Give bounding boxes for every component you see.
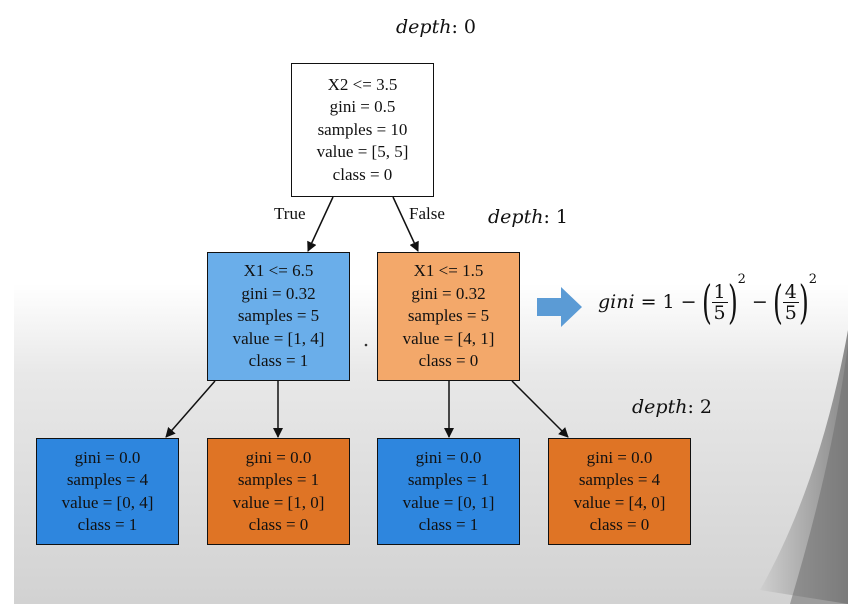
- node-split: X1 <= 6.5: [243, 261, 314, 281]
- formula-exp-1: 2: [737, 272, 746, 287]
- edge-right-rr: [511, 380, 569, 438]
- depth-1-word: depth: [488, 206, 544, 228]
- node-split: X1 <= 1.5: [413, 261, 484, 281]
- edge-left-ll: [165, 380, 216, 438]
- node-value: value = [0, 4]: [61, 492, 154, 512]
- depth-0-value: : 0: [451, 16, 476, 38]
- depth-2-label: depth: 2: [632, 396, 712, 418]
- tree-node-left-left: gini = 0.0 samples = 4 value = [0, 4] cl…: [36, 438, 179, 545]
- node-class: class = 1: [418, 515, 479, 534]
- tree-node-left-right: gini = 0.0 samples = 1 value = [1, 0] cl…: [207, 438, 350, 545]
- node-gini: gini = 0.0: [415, 447, 482, 467]
- node-samples: samples = 5: [237, 306, 320, 326]
- formula-fraction-2: 4 5: [782, 280, 799, 324]
- node-samples: samples = 4: [66, 470, 149, 489]
- formula-lhs: gini: [598, 291, 635, 313]
- node-gini: gini = 0.32: [411, 283, 486, 303]
- node-samples: samples = 5: [407, 306, 490, 326]
- node-value: value = [1, 4]: [232, 328, 325, 348]
- edge-root-right: [392, 196, 419, 252]
- node-class: class = 1: [77, 515, 138, 534]
- node-class: class = 0: [332, 164, 393, 184]
- node-class: class = 0: [418, 351, 479, 371]
- right-arrow-icon: [537, 287, 582, 327]
- depth-2-value: : 2: [687, 396, 712, 418]
- depth-2-word: depth: [632, 396, 688, 418]
- depth-0-word: depth: [396, 16, 452, 38]
- edge-false-label: False: [409, 204, 445, 223]
- node-value: value = [5, 5]: [316, 142, 409, 162]
- node-split: X2 <= 3.5: [327, 74, 398, 94]
- node-gini: gini = 0.0: [586, 447, 653, 467]
- formula-eq: = 1 −: [640, 291, 697, 313]
- gini-formula: gini = 1 − ( 1 5 ) 2 − ( 4 5 ) 2: [598, 272, 818, 329]
- tree-node-right-left: gini = 0.0 samples = 1 value = [0, 1] cl…: [377, 438, 520, 545]
- tree-node-right: X1 <= 1.5 gini = 0.32 samples = 5 value …: [377, 252, 520, 381]
- node-gini: gini = 0.32: [241, 283, 316, 303]
- node-gini: gini = 0.0: [74, 447, 141, 467]
- node-class: class = 0: [248, 515, 309, 534]
- node-value: value = [4, 0]: [573, 492, 666, 512]
- node-samples: samples = 10: [317, 119, 408, 139]
- edge-root-left: [307, 196, 334, 252]
- formula-exp-2: 2: [808, 272, 818, 287]
- depth-1-value: : 1: [543, 206, 568, 228]
- edge-true-label: True: [274, 204, 306, 223]
- formula-fraction-1: 1 5: [711, 280, 728, 324]
- node-samples: samples = 1: [407, 470, 490, 489]
- depth-0-label: depth: 0: [396, 16, 476, 38]
- node-class: class = 0: [589, 515, 650, 534]
- node-gini: gini = 0.5: [329, 97, 396, 117]
- tree-node-right-right: gini = 0.0 samples = 4 value = [4, 0] cl…: [548, 438, 691, 545]
- tree-node-root: X2 <= 3.5 gini = 0.5 samples = 10 value …: [291, 63, 434, 197]
- node-samples: samples = 4: [578, 470, 661, 489]
- tree-node-left: X1 <= 6.5 gini = 0.32 samples = 5 value …: [207, 252, 350, 381]
- node-samples: samples = 1: [237, 470, 320, 489]
- formula-minus: −: [751, 291, 768, 313]
- node-class: class = 1: [248, 351, 309, 371]
- depth-1-label: depth: 1: [488, 206, 568, 228]
- node-value: value = [4, 1]: [402, 328, 495, 348]
- node-value: value = [0, 1]: [402, 492, 495, 512]
- node-value: value = [1, 0]: [232, 492, 325, 512]
- node-gini: gini = 0.0: [245, 447, 312, 467]
